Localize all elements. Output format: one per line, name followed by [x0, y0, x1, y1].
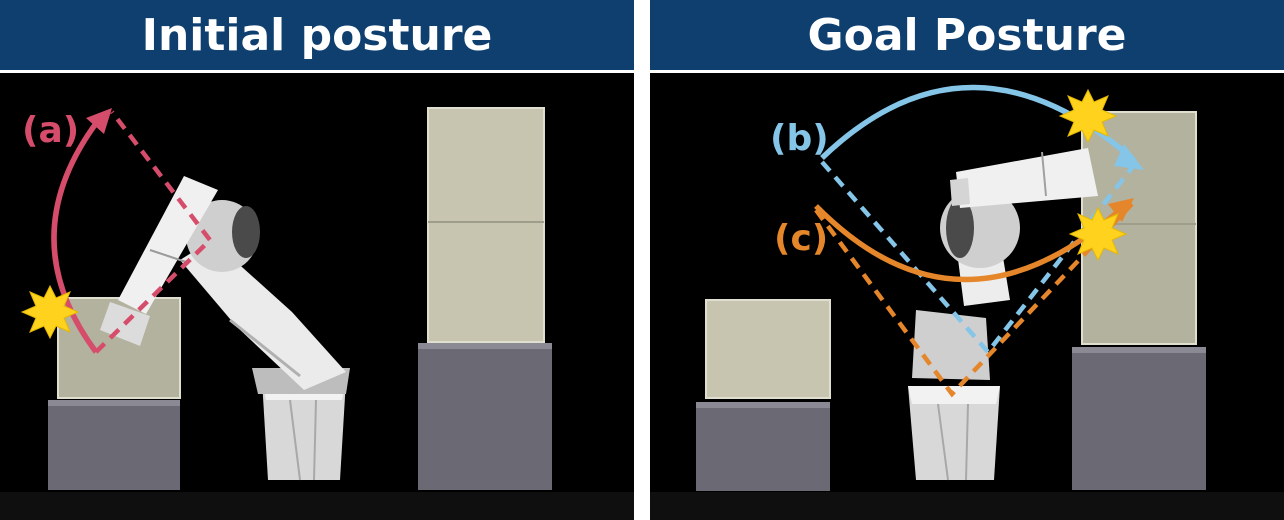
collision-star-c: [1068, 206, 1128, 262]
path-a-arc: [51, 116, 103, 354]
path-b-dashed: [820, 158, 1140, 356]
robot-arm: [100, 176, 350, 481]
collision-star: [20, 284, 80, 340]
pedestal-right: [1072, 347, 1206, 490]
pedestal-left: [48, 400, 180, 490]
path-c-arc: [814, 204, 1124, 283]
path-a-dashed: [94, 110, 213, 354]
panel-title: Goal Posture: [650, 0, 1284, 70]
label-b: (b): [770, 118, 829, 159]
box-stack-right: [427, 107, 545, 343]
path-a-arrowhead: [86, 108, 112, 134]
scene-initial: (a): [0, 73, 634, 520]
label-a: (a): [22, 110, 79, 151]
path-c-dashed: [814, 202, 1134, 398]
scene-goal: (b) (c): [650, 73, 1284, 520]
label-c: (c): [774, 218, 828, 259]
pedestal-right: [418, 343, 552, 490]
panel-initial-posture: Initial posture: [0, 0, 634, 520]
box-left: [705, 299, 831, 399]
pedestal-left: [696, 402, 830, 491]
collision-star-b: [1058, 88, 1118, 144]
robot-arm: [908, 148, 1098, 481]
panel-goal-posture: Goal Posture: [650, 0, 1284, 520]
path-c-arrowhead: [1108, 198, 1134, 222]
panel-title: Initial posture: [0, 0, 634, 70]
path-b-arrowhead: [1114, 144, 1144, 170]
